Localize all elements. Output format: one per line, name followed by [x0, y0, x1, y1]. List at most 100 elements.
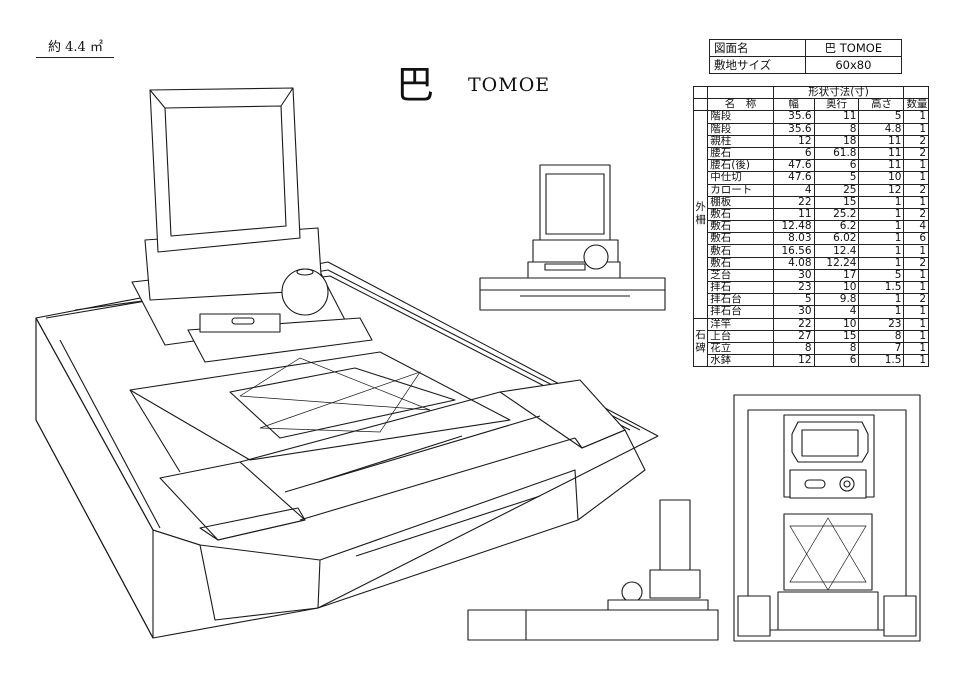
spec-name-cell: 芝台	[707, 268, 774, 283]
spec-header-blank	[692, 85, 709, 99]
plan-saoishi	[791, 421, 869, 463]
plan-mizubachi	[804, 479, 826, 489]
spec-height-cell: 1	[858, 305, 905, 319]
spec-qty-cell: 1	[903, 341, 929, 356]
spec-name-cell: 敷石	[707, 232, 774, 246]
spec-name-cell: 上台	[707, 329, 774, 343]
spec-name-cell: 棚板	[707, 195, 774, 209]
step-line-3	[299, 437, 576, 521]
spec-width-cell: 30	[772, 268, 815, 283]
fence-left-inner	[59, 339, 161, 529]
spec-height-cell: 8	[858, 329, 905, 343]
area-underline	[36, 57, 114, 58]
spec-qty-cell: 1	[903, 110, 929, 124]
star-triangle-a	[239, 357, 431, 411]
spec-name-cell: 中仕切	[707, 171, 774, 185]
plan-left-post	[737, 595, 771, 637]
spec-header-row: 形状寸法(寸)	[692, 85, 929, 100]
spec-depth-cell: 4	[813, 305, 860, 319]
spec-depth-cell: 18	[813, 134, 860, 148]
spec-qty-cell: 1	[903, 354, 929, 368]
plan-jodai	[789, 469, 867, 499]
spec-name-cell: 敷石	[707, 207, 774, 222]
mizubachi	[199, 313, 281, 333]
plan-star-down	[789, 525, 867, 591]
spec-name-cell: 階段	[707, 110, 774, 124]
spec-name-cell: 拝石台	[707, 305, 774, 319]
spec-width-cell: 4	[772, 183, 815, 197]
spec-name-cell: 腰石(後)	[707, 159, 774, 173]
step-groove-1	[317, 435, 463, 483]
spec-depth-cell: 15	[813, 329, 860, 343]
spec-name-cell: 敷石	[707, 220, 774, 234]
spec-qty-cell: 2	[903, 183, 929, 197]
info-label: 図面名	[709, 39, 806, 57]
spec-height-cell: 1.5	[858, 354, 905, 368]
iso-monument	[131, 87, 373, 363]
spec-height-cell: 1	[858, 232, 905, 246]
spec-width-cell: 47.6	[772, 171, 815, 185]
spec-depth-cell: 11	[813, 110, 860, 124]
spec-header-blank	[692, 98, 709, 112]
spec-width-cell: 6	[772, 146, 815, 161]
paving-area	[129, 351, 511, 461]
spec-col-qty: 数量	[903, 98, 929, 112]
spec-qty-cell: 2	[903, 134, 929, 148]
spec-depth-cell: 8	[813, 122, 860, 136]
front-jodai	[649, 569, 701, 599]
spec-name-cell: 花立	[707, 341, 774, 356]
front-base	[467, 609, 719, 641]
spec-depth-cell: 12.24	[813, 256, 860, 270]
spec-depth-cell: 25	[813, 183, 860, 197]
spec-width-cell: 23	[772, 280, 815, 295]
saoishi-bevel-tr	[280, 87, 294, 107]
spec-header-blank	[707, 85, 774, 99]
spec-depth-cell: 5	[813, 171, 860, 185]
side-hanatate	[583, 244, 609, 270]
spec-width-cell: 16.56	[772, 244, 815, 258]
spec-qty-cell: 1	[903, 244, 929, 258]
spec-height-cell: 11	[858, 159, 905, 173]
left-post-bevel	[199, 507, 306, 541]
info-row: 敷地サイズ 60x80	[709, 56, 903, 74]
spec-qty-cell: 6	[903, 232, 929, 246]
spec-width-cell: 35.6	[772, 110, 815, 124]
iso-paving	[129, 351, 511, 473]
spec-height-cell: 1	[858, 244, 905, 258]
title-kanji: 巴	[396, 63, 435, 107]
spec-width-cell: 27	[772, 329, 815, 343]
spec-height-cell: 7	[858, 341, 905, 356]
plan-saoishi-inset	[801, 429, 859, 457]
spec-qty-cell: 1	[903, 122, 929, 136]
side-elevation	[479, 164, 666, 311]
spec-col-depth: 奥行	[813, 98, 860, 112]
spec-height-cell: 1	[858, 207, 905, 222]
info-row: 図面名 巴 TOMOE	[709, 39, 903, 57]
spec-group-label: 石碑	[692, 317, 709, 368]
spec-name-cell: 腰石	[707, 146, 774, 161]
plan-hanatate	[839, 476, 855, 492]
spec-name-cell: 親柱	[707, 134, 774, 148]
spec-height-cell: 23	[858, 317, 905, 331]
spec-height-cell: 10	[858, 171, 905, 185]
spec-qty-cell: 2	[903, 207, 929, 222]
left-post-face	[152, 529, 319, 621]
spec-qty-cell: 1	[903, 280, 929, 295]
spec-qty-cell: 1	[903, 317, 929, 331]
front-hanatate	[621, 581, 643, 603]
